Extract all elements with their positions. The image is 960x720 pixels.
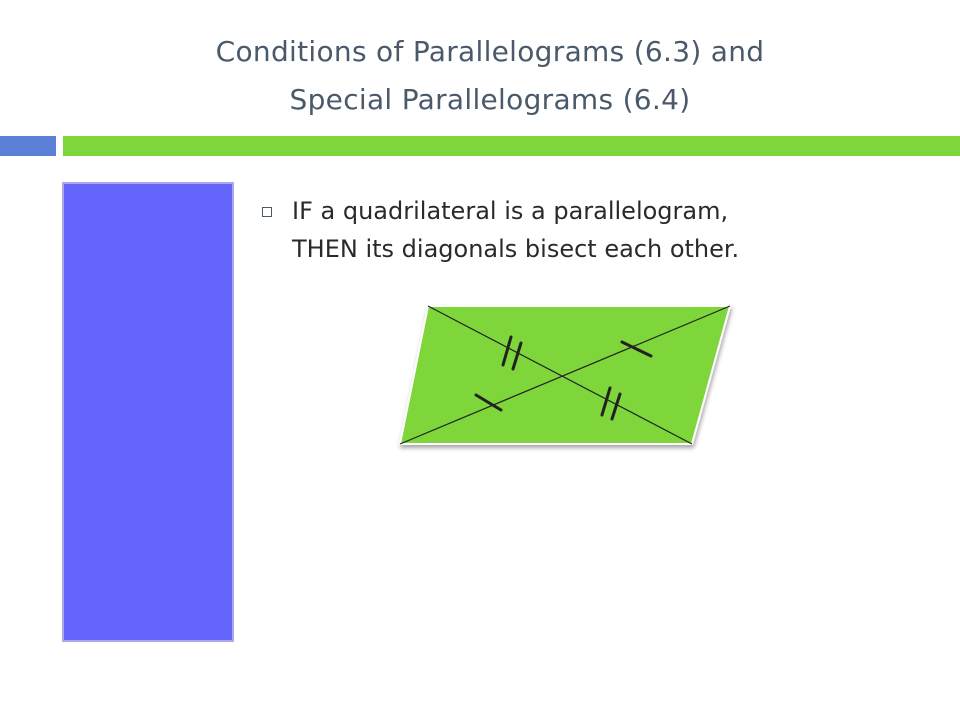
bullet-item: IF a quadrilateral is a parallelogram, T… <box>262 192 902 268</box>
diagonal-2 <box>399 305 731 445</box>
title-line-1: Conditions of Parallelograms (6.3) and <box>215 35 765 68</box>
title-line-2: Special Parallelograms (6.4) <box>289 83 691 116</box>
bullet-line-2: THEN its diagonals bisect each other. <box>292 235 740 263</box>
double-tick-mark-lower <box>600 386 622 421</box>
accent-bar-green <box>63 136 960 156</box>
double-tick-mark-upper <box>501 335 523 371</box>
square-bullet-icon <box>262 207 272 217</box>
diagonal-1 <box>427 305 693 445</box>
side-panel <box>62 182 234 642</box>
single-tick-mark-lower <box>474 393 503 412</box>
parallelogram-diagram <box>398 305 732 445</box>
single-tick-mark-upper <box>620 340 653 358</box>
slide-title: Conditions of Parallelograms (6.3) and S… <box>0 28 960 124</box>
bullet-text: IF a quadrilateral is a parallelogram, T… <box>292 192 902 268</box>
accent-bar-blue <box>0 136 56 156</box>
bullet-line-1: IF a quadrilateral is a parallelogram, <box>292 197 729 225</box>
